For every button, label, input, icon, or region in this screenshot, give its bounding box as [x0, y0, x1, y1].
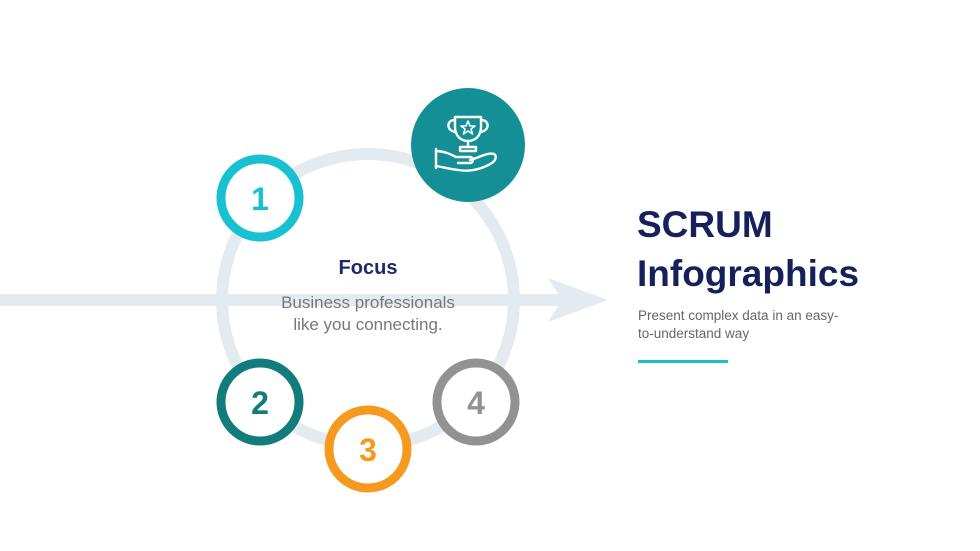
slide-title-line-1: SCRUM [637, 204, 773, 245]
slide-subtitle-line-1: Present complex data in an easy- [638, 308, 839, 323]
accent-underline [638, 360, 728, 363]
step-1: 1 [216, 154, 304, 242]
step-1-number: 1 [251, 181, 269, 217]
slide-subtitle-line-2: to-understand way [638, 326, 750, 341]
step-4-circle [432, 358, 520, 446]
center-description: Business professionals like you connecti… [218, 292, 518, 336]
step-1-circle [216, 154, 304, 242]
slide-subtitle: Present complex data in an easy- to-unde… [638, 307, 888, 343]
flow-arrow-head [548, 278, 608, 322]
center-description-line-1: Business professionals [281, 293, 455, 312]
center-title: Focus [338, 257, 398, 279]
step-3: 3 [324, 405, 412, 493]
slide-title-line-2: Infographics [637, 253, 860, 294]
center-description-line-2: like you connecting. [293, 315, 443, 334]
trophy-in-hand-icon [434, 115, 497, 172]
slide-title: SCRUM Infographics [637, 200, 967, 298]
step-2-number: 2 [251, 385, 269, 421]
trophy-icon-badge [411, 88, 525, 202]
step-2: 2 [216, 358, 304, 446]
step-3-circle [324, 405, 412, 493]
step-4: 4 [432, 358, 520, 446]
step-4-number: 4 [467, 385, 485, 421]
flow-arrow-shaft [0, 294, 580, 306]
step-3-number: 3 [359, 432, 377, 468]
step-2-circle [216, 358, 304, 446]
